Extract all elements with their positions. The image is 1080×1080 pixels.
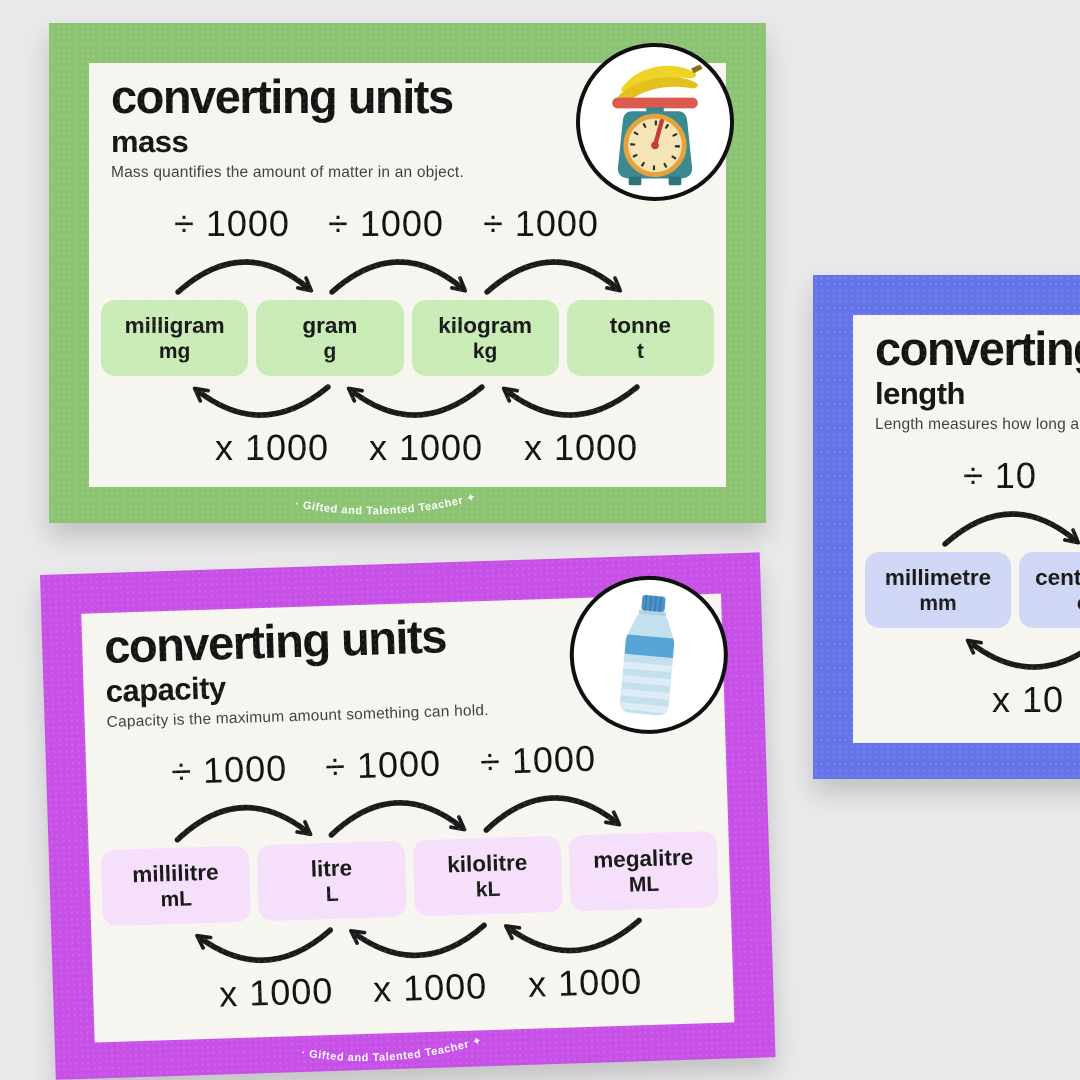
divide-label: ÷ 1000	[174, 203, 290, 244]
unit-symbol: L	[325, 882, 339, 907]
unit-box-cm: centimetre cm	[1019, 552, 1080, 628]
unit-box-g: gram g	[256, 300, 404, 376]
unit-name: litre	[310, 855, 353, 882]
unit-box-ML: megalitre ML	[568, 830, 719, 912]
unit-name: kilolitre	[446, 849, 528, 878]
unit-symbol: g	[323, 339, 337, 363]
multiply-label: x 1000	[218, 970, 334, 1015]
kitchen-scale-icon	[612, 64, 703, 186]
unit-symbol: ML	[628, 872, 660, 897]
scale-plate	[612, 97, 698, 109]
unit-symbol: mL	[160, 887, 193, 912]
unit-boxes-row: milligram mg gram g kilogram kg tonne t	[101, 300, 714, 376]
badge-circle	[567, 573, 731, 737]
divide-arrow-icon	[483, 795, 622, 833]
page-title: converting units	[875, 322, 1080, 375]
multiply-label: x 1000	[372, 965, 488, 1010]
unit-box-kg: kilogram kg	[411, 300, 559, 376]
unit-box-t: tonne t	[566, 300, 714, 376]
unit-symbol: kg	[472, 339, 498, 363]
water-bottle-icon	[619, 594, 677, 716]
poster-card-capacity: converting units capacity Capacity is th…	[40, 552, 776, 1080]
multiply-arrow-icon	[965, 638, 1080, 670]
unit-box-L: litre L	[256, 840, 407, 922]
divide-arrow-icon	[942, 511, 1080, 547]
unit-box-kL: kilolitre kL	[412, 835, 563, 917]
multiply-arrow-icon	[349, 922, 487, 959]
unit-symbol: mm	[919, 591, 957, 615]
poster-subtitle: capacity	[105, 670, 227, 709]
unit-name: megalitre	[592, 844, 694, 873]
divide-arrow-icon	[175, 259, 314, 295]
unit-symbol: cm	[1077, 591, 1080, 616]
unit-name: centimetre	[1035, 564, 1080, 590]
poster-subtitle: mass	[111, 124, 189, 159]
poster-subtitle: length	[875, 376, 966, 411]
unit-name: gram	[302, 312, 358, 338]
watermark-text: · Gifted and Talented Teacher ✦	[294, 491, 478, 517]
bottle-label	[622, 634, 677, 659]
divide-arrow-icon	[329, 259, 468, 295]
scale-needle	[652, 118, 665, 148]
multiply-label: x 10	[991, 679, 1065, 720]
divide-label: ÷ 10	[963, 455, 1037, 496]
multiply-label: x 1000	[368, 427, 484, 468]
multiply-arrow-icon	[504, 917, 642, 954]
unit-symbol: mg	[158, 339, 191, 363]
unit-symbol: t	[636, 339, 644, 363]
divide-arrow-icon	[174, 804, 313, 843]
unit-boxes-row: millimetre mm centimetre cm	[865, 552, 1080, 628]
divide-label: ÷ 1000	[479, 737, 597, 783]
page-title: converting units	[111, 70, 454, 123]
badge-circle	[576, 43, 734, 201]
unit-symbol: kL	[475, 877, 501, 902]
multiply-arrow-icon	[346, 384, 485, 418]
unit-name: tonne	[609, 312, 671, 338]
multiply-arrow-icon	[501, 384, 640, 418]
poster-card-mass: converting units mass Mass quantifies th…	[49, 23, 766, 523]
divide-arrow-icon	[484, 259, 623, 295]
bananas-icon	[617, 64, 703, 104]
page-title: converting units	[103, 609, 447, 674]
divide-label: ÷ 1000	[170, 747, 288, 792]
unit-name: millilitre	[131, 859, 219, 888]
svg-text:· Gifted and Talented Teacher: · Gifted and Talented Teacher ✦	[294, 491, 478, 517]
watermark-text: · Gifted and Talented Teacher ✦	[300, 1035, 484, 1067]
unit-name: millimetre	[884, 564, 992, 590]
poster-card-length: converting units length Length measures …	[813, 275, 1080, 779]
divide-arrow-icon	[328, 800, 467, 838]
unit-box-mm: millimetre mm	[865, 552, 1011, 628]
multiply-label: x 1000	[527, 960, 643, 1005]
unit-box-mg: milligram mg	[101, 300, 249, 376]
multiply-arrow-icon	[192, 384, 331, 418]
multiply-label: x 1000	[214, 427, 330, 468]
multiply-arrow-icon	[195, 927, 334, 963]
multiply-label: x 1000	[523, 427, 639, 468]
poster-description: Mass quantifies the amount of matter in …	[111, 164, 464, 181]
poster-description: Length measures how long an object is.	[875, 416, 1080, 433]
divide-label: ÷ 1000	[324, 742, 442, 788]
unit-name: milligram	[124, 312, 225, 338]
divide-label: ÷ 1000	[483, 203, 599, 244]
svg-text:· Gifted and Talented Teacher: · Gifted and Talented Teacher ✦	[300, 1035, 484, 1067]
unit-name: kilogram	[438, 312, 533, 338]
divide-label: ÷ 1000	[328, 203, 444, 244]
unit-box-mL: millilitre mL	[100, 845, 251, 927]
